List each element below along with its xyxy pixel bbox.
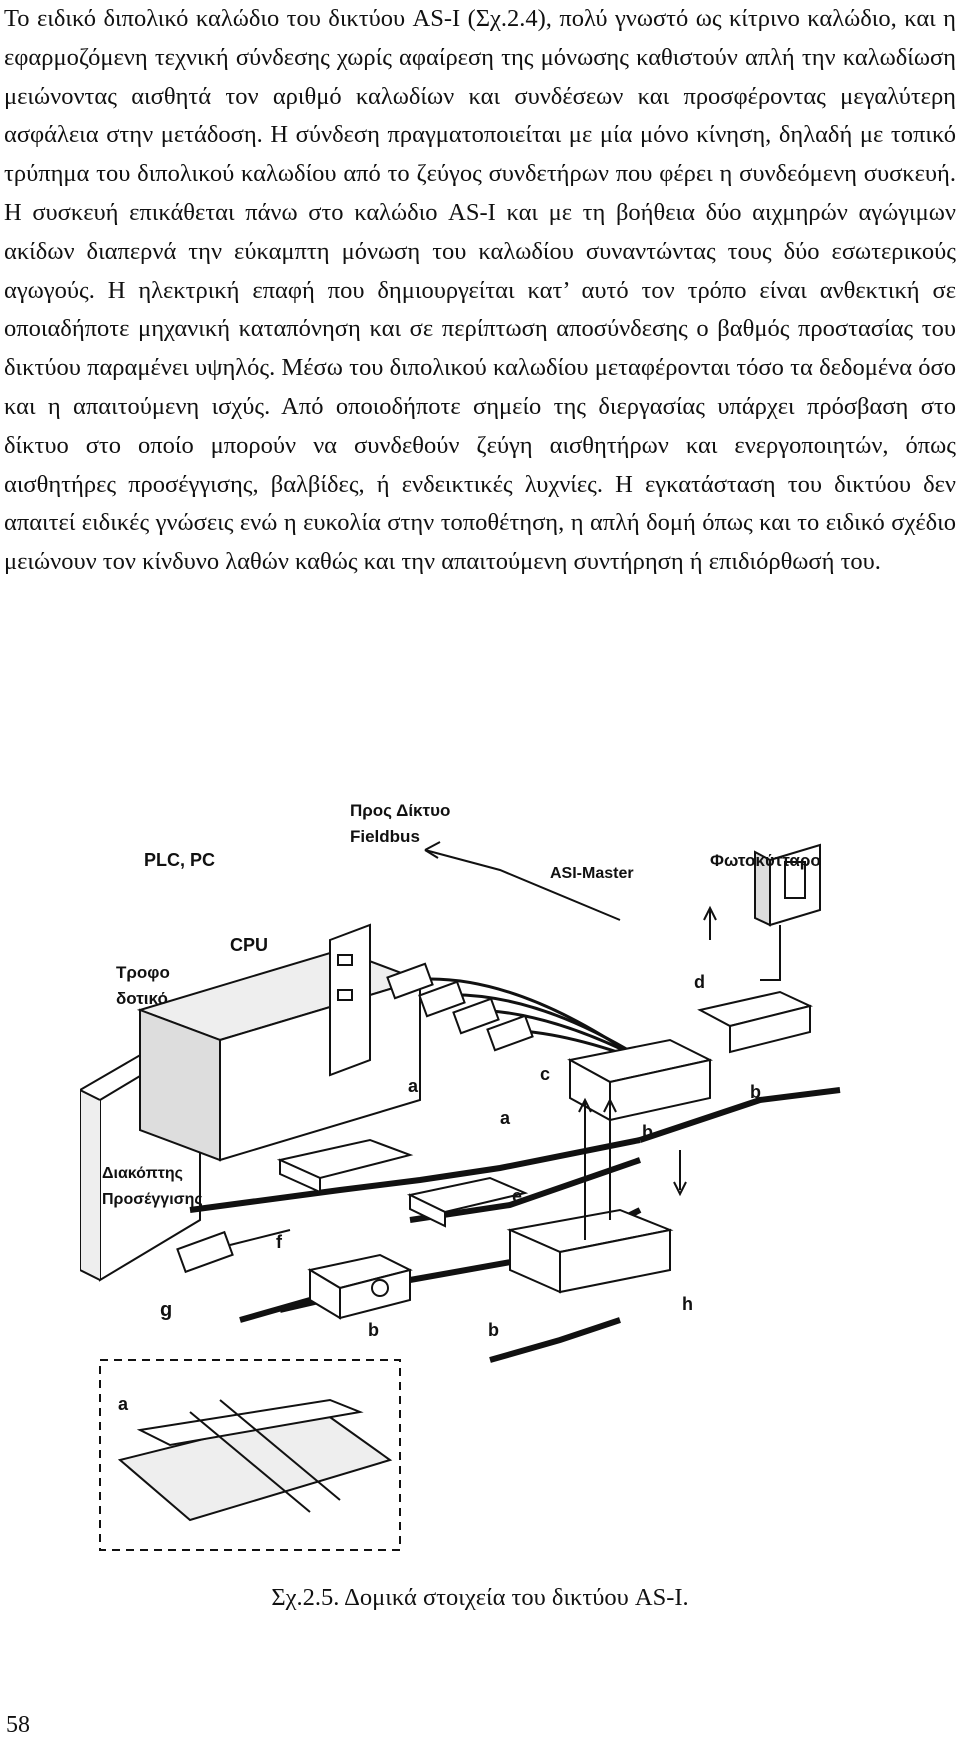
- label-a2: a: [500, 1108, 511, 1128]
- proximity-sensors-drawing: [386, 962, 534, 1052]
- label-a3: a: [118, 1394, 129, 1414]
- asi-modules-drawing: [276, 990, 813, 1320]
- arrows-drawing: [424, 841, 717, 1240]
- label-b1: b: [750, 1082, 761, 1102]
- label-g: g: [160, 1299, 172, 1321]
- label-b3: b: [368, 1320, 379, 1340]
- label-h: h: [682, 1294, 693, 1314]
- label-b4: b: [488, 1320, 499, 1340]
- label-asi-master: ASI-Master: [550, 865, 634, 882]
- label-photocell: Φωτοκύτταρο: [710, 851, 821, 870]
- plc-cabinet-drawing: [136, 923, 424, 1162]
- label-plc: PLC, PC: [144, 850, 215, 870]
- label-b2: b: [642, 1122, 653, 1142]
- label-power-line1: Τροφο: [116, 963, 170, 982]
- figure-caption: Σχ.2.5. Δομικά στοιχεία του δικτύου AS-I…: [271, 1584, 689, 1611]
- label-switch-line2: Προσέγγισης: [102, 1191, 203, 1208]
- label-power-line2: δοτικό: [116, 989, 168, 1008]
- label-c: c: [540, 1064, 550, 1084]
- detail-inset-frame: [99, 1359, 401, 1551]
- asi-network-diagram: Προς Δίκτυο Fieldbus PLC, PC Φωτοκύτταρο…: [80, 801, 841, 1551]
- page-number: 58: [6, 1712, 30, 1738]
- proximity-switch-drawing: [176, 1229, 291, 1274]
- label-cpu: CPU: [230, 935, 268, 955]
- asi-network-figure: Προς Δίκτυο Fieldbus PLC, PC Φωτοκύτταρο…: [80, 800, 920, 1560]
- detail-inset-drawing: [117, 1398, 393, 1522]
- label-e: e: [512, 1186, 522, 1206]
- label-switch-line1: Διακόπτης: [102, 1165, 183, 1182]
- body-paragraph: Το ειδικό διπολικό καλώδιο του δικτύου A…: [4, 5, 956, 576]
- label-fieldbus-line1: Προς Δίκτυο: [350, 801, 450, 820]
- photocell-drawing: [754, 843, 821, 981]
- label-d: d: [694, 972, 705, 992]
- label-fieldbus-line2: Fieldbus: [350, 827, 420, 846]
- label-a1: a: [408, 1076, 419, 1096]
- label-f: f: [276, 1232, 283, 1252]
